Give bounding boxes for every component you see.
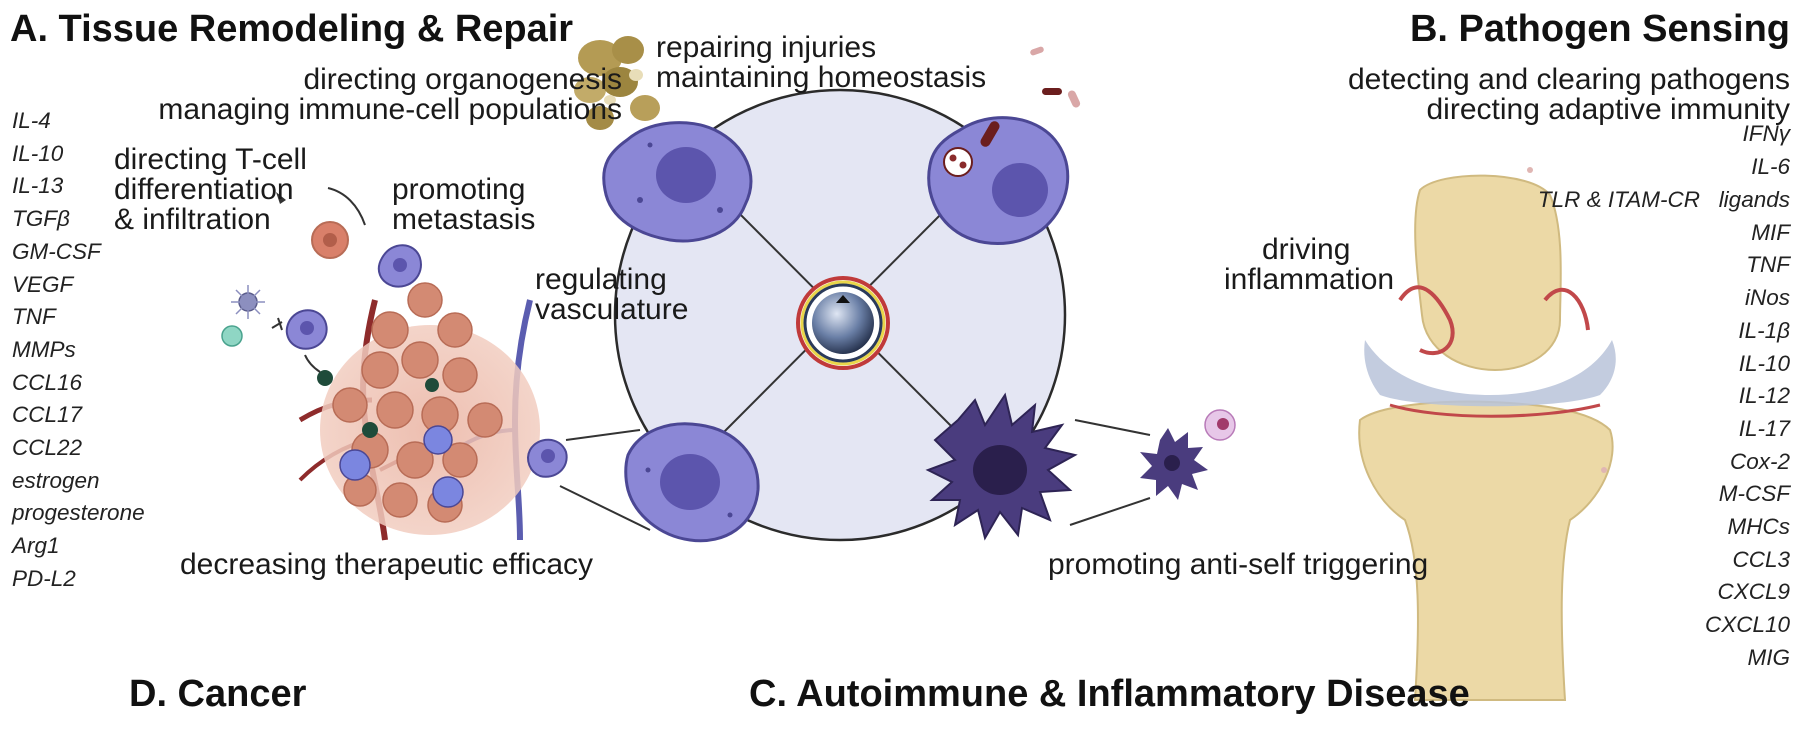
right-molecule: MIG bbox=[1747, 644, 1791, 670]
left-molecule: TGFβ bbox=[12, 206, 70, 232]
left-molecule: TNF bbox=[12, 304, 56, 330]
macrophage-cell-pathogen bbox=[927, 116, 1070, 246]
panel-a-roles-left: directing organogenesis managing immune-… bbox=[158, 65, 622, 125]
panel-a-title: A. Tissue Remodeling & Repair bbox=[10, 8, 574, 50]
panel-c-title: C. Autoimmune & Inflammatory Disease bbox=[749, 673, 1470, 715]
macrophage-cell-repair bbox=[602, 121, 753, 243]
left-molecule: progesterone bbox=[12, 500, 145, 526]
role-directing-adaptive-immunity: directing adaptive immunity bbox=[1426, 93, 1790, 126]
right-molecule: M-CSF bbox=[1718, 481, 1790, 507]
right-molecule: IL-6 bbox=[1751, 153, 1790, 179]
role-promoting: promoting bbox=[392, 173, 526, 206]
right-molecule: IL-12 bbox=[1738, 383, 1790, 409]
right-molecule: CXCL10 bbox=[1704, 612, 1790, 638]
left-molecule: Arg1 bbox=[12, 533, 60, 559]
panel-d-roles-tcell: directing T-cell differentiation & infil… bbox=[114, 145, 307, 235]
panel-b-title: B. Pathogen Sensing bbox=[1409, 8, 1790, 50]
connector-lines bbox=[559, 419, 1151, 531]
central-hub-icon bbox=[796, 276, 890, 370]
panel-d-roles-vasculature: regulating vasculature bbox=[535, 265, 688, 325]
right-molecule: iNos bbox=[1744, 285, 1790, 311]
macrophage-cell-cancer bbox=[624, 422, 760, 543]
panel-d-title: D. Cancer bbox=[129, 673, 307, 715]
right-molecule: ligands bbox=[1718, 187, 1790, 212]
macrophage-cell-autoimmune bbox=[925, 392, 1078, 541]
role-infiltration: & infiltration bbox=[114, 203, 271, 236]
panel-d-bottom-role: decreasing therapeutic efficacy bbox=[180, 548, 594, 581]
right-molecule: IL-1β bbox=[1738, 317, 1790, 343]
left-molecule: CCL16 bbox=[12, 369, 83, 395]
panel-c-bottom-role: promoting anti-self triggering bbox=[1048, 548, 1429, 581]
role-directing-tcell: directing T-cell bbox=[114, 143, 307, 176]
role-driving: driving bbox=[1262, 233, 1351, 266]
bacteria-icons bbox=[1030, 46, 1081, 108]
left-molecule: IL-10 bbox=[12, 140, 64, 166]
knee-joint-illustration bbox=[1358, 167, 1616, 701]
panel-b-roles: detecting and clearing pathogens directi… bbox=[1348, 65, 1790, 125]
role-detecting-pathogens: detecting and clearing pathogens bbox=[1347, 63, 1790, 96]
panel-a-roles-top: repairing injuries maintaining homeostas… bbox=[656, 33, 986, 93]
role-maintaining-homeostasis: maintaining homeostasis bbox=[656, 61, 987, 94]
right-molecule: MHCs bbox=[1727, 514, 1791, 540]
left-molecule: estrogen bbox=[12, 467, 100, 493]
right-molecule: CXCL9 bbox=[1717, 579, 1790, 605]
left-molecule-list: IL-4 IL-10 IL-13 TGFβ GM-CSF VEGF TNF MM… bbox=[12, 105, 145, 596]
right-molecule: CCL3 bbox=[1732, 546, 1790, 572]
left-molecule: MMPs bbox=[12, 336, 76, 362]
right-molecule: IFNγ bbox=[1742, 121, 1791, 146]
left-molecule: IL-13 bbox=[12, 173, 64, 199]
role-managing-immune-cells: managing immune-cell populations bbox=[158, 93, 622, 126]
left-molecule: PD-L2 bbox=[12, 565, 76, 591]
tlr-itam-label: TLR & ITAM-CR bbox=[1537, 187, 1700, 212]
right-molecule: MIF bbox=[1751, 219, 1790, 245]
left-molecule: CCL17 bbox=[12, 402, 83, 428]
right-molecule: IL-10 bbox=[1738, 350, 1790, 376]
role-regulating: regulating bbox=[535, 263, 667, 296]
panel-c-roles: driving inflammation bbox=[1224, 235, 1394, 295]
cell-debris-cluster bbox=[574, 36, 660, 130]
role-inflammation: inflammation bbox=[1224, 263, 1395, 296]
tumor-mass bbox=[320, 282, 540, 535]
role-vasculature: vasculature bbox=[535, 293, 689, 326]
role-repairing-injuries: repairing injuries bbox=[656, 31, 877, 64]
left-molecule: CCL22 bbox=[12, 435, 83, 461]
immune-cells-tumor bbox=[221, 187, 422, 386]
peripheral-cells-autoimmune bbox=[1140, 409, 1236, 500]
left-molecule: IL-4 bbox=[12, 108, 51, 133]
panel-d-roles-metastasis: promoting metastasis bbox=[392, 175, 535, 235]
right-molecule: Cox-2 bbox=[1729, 448, 1790, 474]
right-molecule: IL-17 bbox=[1738, 415, 1790, 441]
role-differentiation: differentiation bbox=[114, 173, 294, 206]
peripheral-macrophage-cancer bbox=[527, 438, 568, 478]
right-molecule-list: ligands MIF TNF iNos IL-1β IL-10 IL-12 I… bbox=[1705, 184, 1790, 675]
role-metastasis: metastasis bbox=[392, 203, 536, 236]
role-directing-organogenesis: directing organogenesis bbox=[303, 63, 622, 96]
right-molecule-list-top: IFNγ IL-6 bbox=[1743, 118, 1791, 183]
right-molecule: TNF bbox=[1746, 252, 1790, 278]
left-molecule: VEGF bbox=[12, 271, 74, 297]
left-molecule: GM-CSF bbox=[12, 238, 101, 264]
